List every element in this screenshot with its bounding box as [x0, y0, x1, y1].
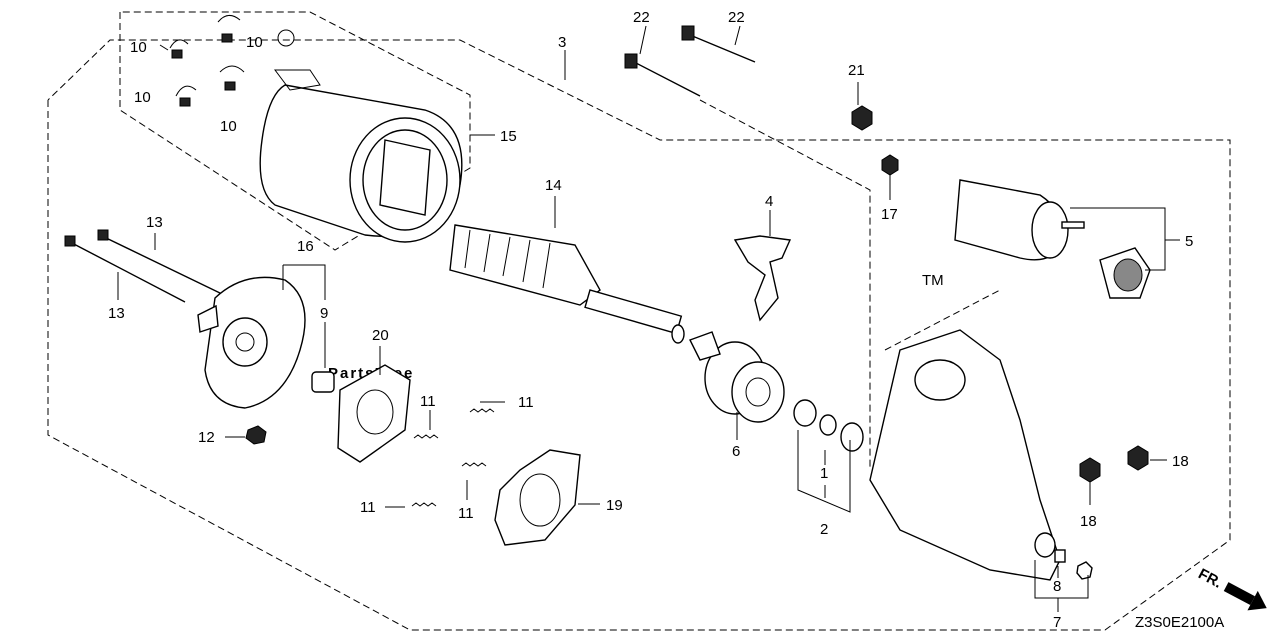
label-part-15: 15 — [500, 128, 517, 145]
label-part-10-b: 10 — [246, 34, 263, 51]
pinion-clutch — [689, 331, 785, 423]
label-part-10-c: 10 — [134, 89, 151, 106]
label-part-11-c: 11 — [360, 499, 376, 516]
assembly-boundary — [47, 39, 1231, 631]
label-part-6: 6 — [732, 443, 740, 460]
diagram-code: Z3S0E2100A — [1135, 614, 1224, 631]
label-part-10-a: 10 — [130, 39, 147, 56]
label-part-9: 9 — [320, 305, 328, 322]
brush-set — [169, 15, 295, 107]
label-part-4: 4 — [765, 193, 773, 210]
washer-small — [1076, 561, 1093, 580]
label-part-22-a: 22 — [633, 9, 650, 26]
label-part-22-b: 22 — [728, 9, 745, 26]
rear-nut — [245, 425, 267, 445]
label-part-16: 16 — [297, 238, 314, 255]
label-part-18-a: 18 — [1172, 453, 1189, 470]
label-part-7: 7 — [1053, 614, 1061, 631]
nut-18-a — [1127, 445, 1149, 471]
label-part-18-b: 18 — [1080, 513, 1097, 530]
front-direction-arrow: FR. — [1195, 565, 1267, 611]
label-part-17: 17 — [881, 206, 898, 223]
bushing — [311, 371, 335, 393]
end-frame — [494, 449, 581, 546]
washers — [793, 399, 864, 452]
label-part-11-a: 11 — [420, 393, 436, 410]
brush-holder-plate — [337, 364, 411, 463]
yoke-assembly — [259, 69, 463, 243]
label-part-10-d: 10 — [220, 118, 237, 135]
label-part-5: 5 — [1185, 233, 1193, 250]
drive-housing — [869, 329, 1061, 581]
armature — [449, 224, 685, 344]
label-part-1: 1 — [820, 465, 828, 482]
shift-lever — [733, 235, 792, 322]
mounting-bolts — [624, 25, 756, 97]
rear-cover — [197, 276, 306, 409]
label-part-3: 3 — [558, 34, 566, 51]
solenoid — [954, 179, 1151, 299]
label-part-11-b: 11 — [518, 394, 534, 411]
leader-lines — [117, 25, 1180, 612]
label-part-12: 12 — [198, 429, 215, 446]
springs — [411, 408, 495, 507]
nut-21 — [851, 105, 873, 131]
nut-17 — [881, 154, 899, 176]
nut-18-b — [1079, 457, 1101, 483]
label-part-8: 8 — [1053, 578, 1061, 595]
label-part-19: 19 — [606, 497, 623, 514]
label-part-14: 14 — [545, 177, 562, 194]
direction-label: FR. — [1195, 565, 1224, 591]
dowel-pin — [1054, 549, 1066, 563]
label-part-13-b: 13 — [108, 305, 125, 322]
label-part-21: 21 — [848, 62, 865, 79]
yoke-group-boundary — [119, 11, 471, 251]
drive-housing-line — [699, 99, 871, 470]
watermark-trademark: TM — [922, 272, 944, 289]
label-part-2: 2 — [820, 521, 828, 538]
label-part-11-d: 11 — [458, 505, 474, 522]
label-part-13-a: 13 — [146, 214, 163, 231]
label-part-20: 20 — [372, 327, 389, 344]
through-bolts — [64, 229, 223, 303]
